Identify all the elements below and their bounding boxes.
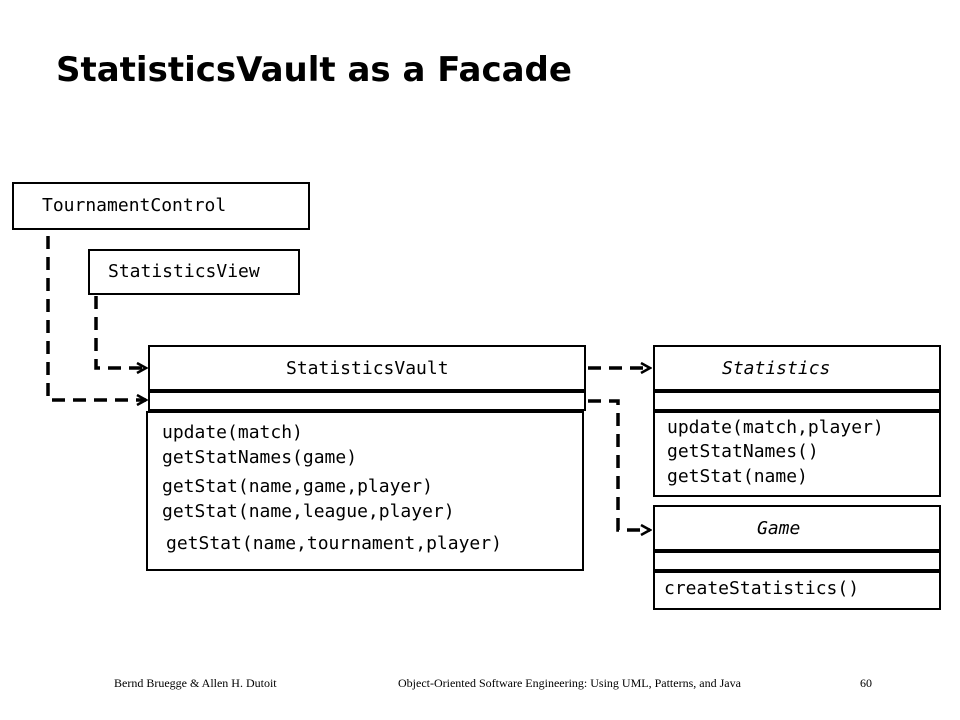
- statisticsview-class: StatisticsView: [88, 249, 300, 295]
- statisticsvault-operation: getStat(name,tournament,player): [166, 533, 502, 554]
- footer-authors: Bernd Bruegge & Allen H. Dutoit: [114, 676, 277, 690]
- tournamentcontrol-class: TournamentControl: [12, 182, 310, 230]
- statistics-name-compartment: Statistics: [653, 345, 941, 391]
- statisticsvault-attribute-compartment: [148, 391, 586, 411]
- statistics-operation: getStat(name): [667, 466, 808, 487]
- statisticsvault-operation: getStatNames(game): [162, 447, 358, 468]
- statisticsvault-operation: getStat(name,game,player): [162, 476, 433, 497]
- game-operation: createStatistics(): [664, 578, 860, 599]
- game-name: Game: [757, 518, 801, 539]
- arrow-tournamentcontrol-to-vault: [46, 236, 146, 400]
- game-operation-compartment: createStatistics(): [653, 571, 941, 610]
- statistics-operation: update(match,player): [667, 417, 884, 438]
- statistics-operation-compartment: update(match,player) getStatNames() getS…: [653, 411, 941, 497]
- tournamentcontrol-name: TournamentControl: [42, 195, 227, 216]
- footer-page-number: 60: [860, 676, 872, 690]
- statisticsvault-operation-compartment: update(match) getStatNames(game) getStat…: [146, 411, 584, 571]
- arrow-vault-to-game: [588, 399, 650, 530]
- statisticsvault-name-compartment: StatisticsVault: [148, 345, 586, 391]
- statistics-name: Statistics: [722, 358, 831, 379]
- statisticsview-name: StatisticsView: [108, 261, 260, 282]
- statisticsvault-operation: getStat(name,league,player): [162, 501, 455, 522]
- footer-book-title: Object-Oriented Software Engineering: Us…: [398, 676, 741, 690]
- slide-title: StatisticsVault as a Facade: [56, 50, 572, 90]
- arrow-statisticsview-to-vault: [94, 296, 146, 368]
- game-attribute-compartment: [653, 551, 941, 571]
- statisticsvault-operation: update(match): [162, 422, 303, 443]
- statistics-attribute-compartment: [653, 391, 941, 411]
- game-name-compartment: Game: [653, 505, 941, 551]
- statisticsvault-name: StatisticsVault: [286, 358, 449, 379]
- statistics-operation: getStatNames(): [667, 441, 819, 462]
